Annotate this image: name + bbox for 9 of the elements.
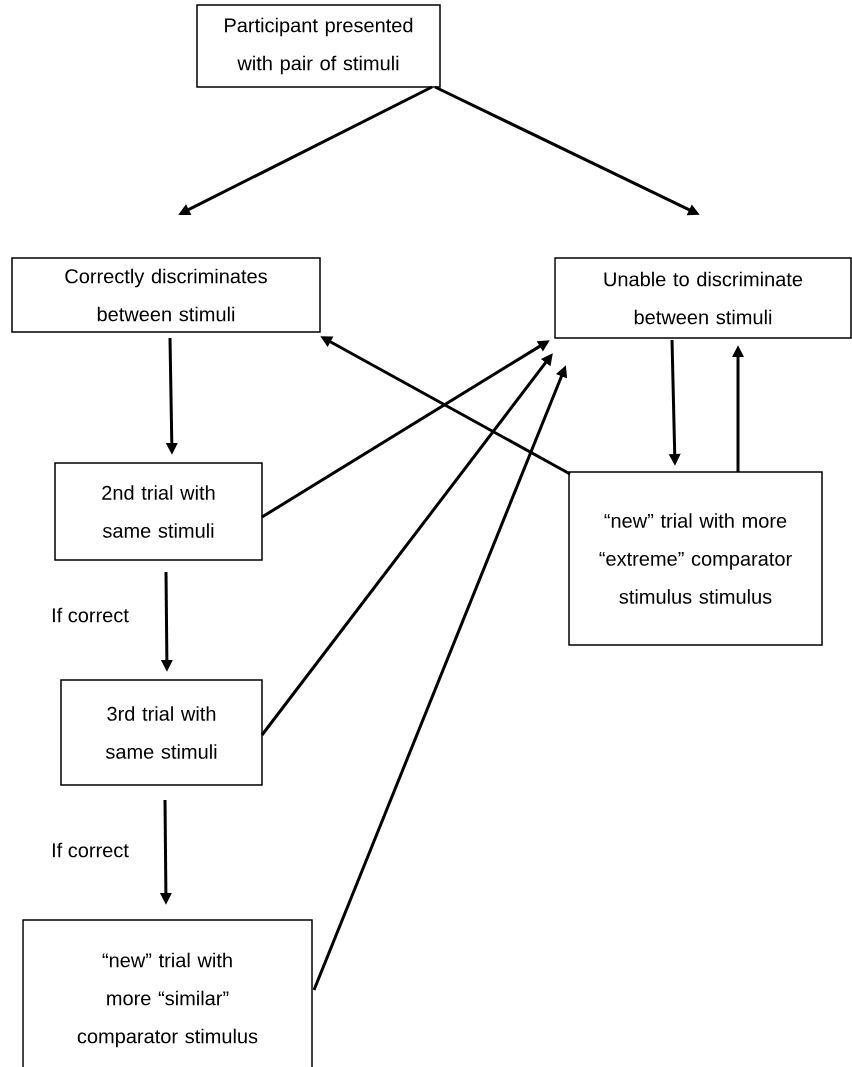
process-box: 2nd trial with same stimuli (54, 462, 263, 561)
edge-label: If correct (50, 606, 130, 624)
process-box: Participant presented with pair of stimuli (196, 4, 441, 88)
edge-label: If correct (50, 841, 130, 859)
process-box: Unable to discriminate between stimuli (554, 257, 852, 339)
process-box: “new” trial with more “extreme” comparator stimulus stimulus (568, 471, 823, 646)
process-box: Correctly discriminates between stimuli (11, 257, 321, 333)
process-box: “new” trial with more “similar” comparator stimulus (22, 919, 313, 1067)
process-box: 3rd trial with same stimuli (60, 679, 263, 786)
